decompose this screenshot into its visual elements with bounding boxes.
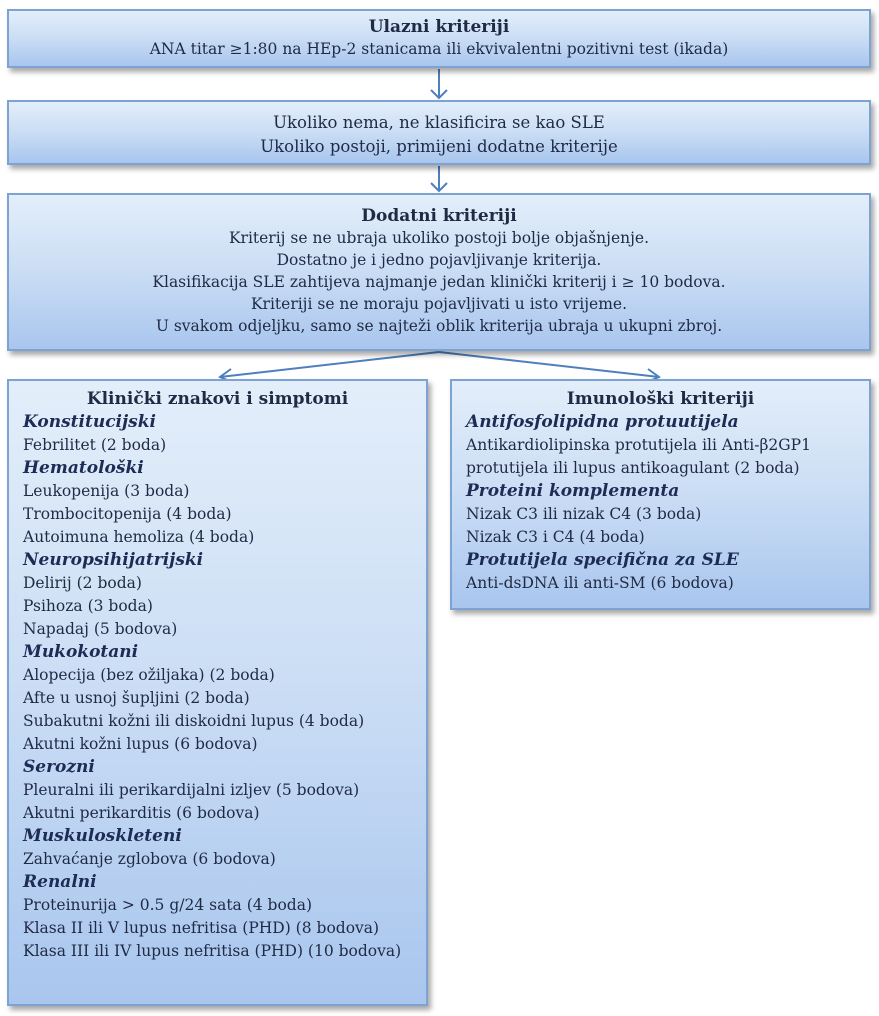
criterion-item: Proteinurija > 0.5 g/24 sata (4 boda) [23,896,313,914]
entry-criteria-box: Ulazni kriteriji ANA titar ≥1:80 na HEp-… [7,9,871,68]
criterion-item: Subakutni kožni ili diskoidni lupus (4 b… [23,712,365,730]
entry-criteria-title: Ulazni kriteriji [368,17,510,37]
category-heading: Renalni [23,872,97,892]
additional-criteria-title: Dodatni kriteriji [361,206,517,226]
criterion-item: Akutni kožni lupus (6 bodova) [23,735,258,753]
criterion-item: Anti-dsDNA ili anti-SM (6 bodova) [466,574,734,592]
category-heading: Serozni [23,757,95,777]
criterion-item: Antikardiolipinska protutijela ili Anti-… [466,436,811,454]
additional-criteria-box: Dodatni kriteriji Kriterij se ne ubraja … [7,193,871,351]
criterion-item: Autoimuna hemoliza (4 boda) [23,528,255,546]
category-heading: Neuropsihijatrijski [23,550,204,570]
criterion-item: Nizak C3 i C4 (4 boda) [466,528,645,546]
additional-criteria-line: Klasifikacija SLE zahtijeva najmanje jed… [152,273,726,291]
criterion-item: Alopecija (bez ožiljaka) (2 boda) [23,666,275,684]
arrow-additional-to-clinical [219,351,440,378]
criterion-item: protutijela ili lupus antikoagulant (2 b… [466,459,800,477]
decision-line-2: Ukoliko postoji, primijeni dodatne krite… [260,137,618,156]
decision-line-1: Ukoliko nema, ne klasificira se kao SLE [273,113,605,132]
category-heading: Hematološki [23,458,144,478]
category-heading: Muskuloskleteni [23,826,182,846]
criterion-item: Akutni perikarditis (6 bodova) [23,804,260,822]
arrow-additional-to-immuno [438,351,660,378]
criterion-item: Delirij (2 boda) [23,574,142,592]
additional-criteria-line: Dostatno je i jedno pojavljivanje kriter… [276,251,602,269]
additional-criteria-line: Kriterij se ne ubraja ukoliko postoji bo… [228,229,650,247]
criterion-item: Napadaj (5 bodova) [23,620,178,638]
criterion-item: Afte u usnoj šupljini (2 boda) [23,689,250,707]
criterion-item: Febrilitet (2 boda) [23,436,167,454]
criterion-item: Nizak C3 ili nizak C4 (3 boda) [466,505,702,523]
criterion-item: Klasa II ili V lupus nefritisa (PHD) (8 … [23,919,380,937]
clinical-criteria-box: Klinički znakovi i simptomi Konstitucijs… [7,379,428,1006]
additional-criteria-line: Kriteriji se ne moraju pojavljivati u is… [250,295,628,313]
clinical-criteria-title: Klinički znakovi i simptomi [86,389,349,409]
criterion-item: Trombocitopenija (4 boda) [23,505,232,523]
criterion-item: Klasa III ili IV lupus nefritisa (PHD) (… [23,942,402,960]
additional-criteria-line: U svakom odjeljku, samo se najteži oblik… [155,317,723,335]
category-heading: Protutijela specifična za SLE [466,550,739,570]
criterion-item: Psihoza (3 boda) [23,597,153,615]
criterion-item: Leukopenija (3 boda) [23,482,190,500]
category-heading: Proteini komplementa [466,481,680,501]
category-heading: Antifosfolipidna protuutijela [466,412,739,432]
category-heading: Mukokotani [23,642,139,662]
category-heading: Konstitucijski [23,412,156,432]
entry-criteria-text: ANA titar ≥1:80 na HEp-2 stanicama ili e… [149,40,729,58]
criterion-item: Zahvaćanje zglobova (6 bodova) [23,850,276,868]
criterion-item: Pleuralni ili perikardijalni izljev (5 b… [23,781,360,799]
decision-box: Ukoliko nema, ne klasificira se kao SLE … [7,100,871,165]
immunological-criteria-title: Imunološki kriteriji [566,389,755,409]
immunological-criteria-box: Imunološki kriteriji Antifosfolipidna pr… [450,379,871,610]
